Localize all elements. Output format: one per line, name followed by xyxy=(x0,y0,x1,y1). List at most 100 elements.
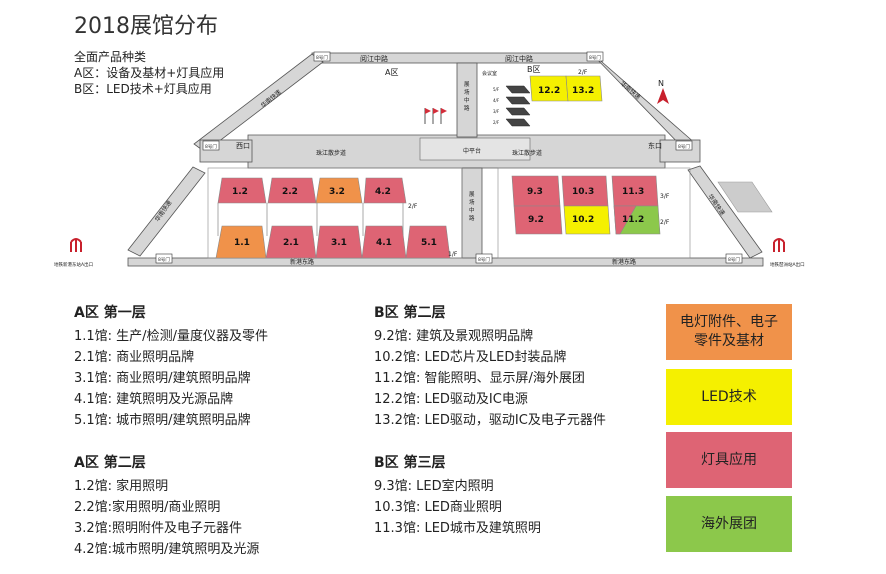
metro-left-icon xyxy=(70,238,82,252)
b-floor-3-label: 3/F xyxy=(660,193,670,200)
list-item: 13.2馆: LED驱动，驱动IC及电子元器件 xyxy=(374,413,606,428)
list-a-floor1-heading: A区 第一层 xyxy=(74,305,146,321)
zone-b-lower xyxy=(497,167,691,259)
halls-a-floor2 xyxy=(217,177,407,204)
north-label: N xyxy=(658,79,664,88)
road-right-lower xyxy=(687,165,763,259)
list-item: 9.2馆: 建筑及景观照明品牌 xyxy=(374,329,534,344)
gate-label: 8号门 xyxy=(678,143,690,150)
gate-label: 8号门 xyxy=(728,256,740,263)
road-top xyxy=(311,52,603,64)
hall-num-1-2: 1.2 xyxy=(232,187,248,197)
hall-4-2 xyxy=(363,177,407,204)
list-item: 3.1馆: 商业照明/建筑照明品牌 xyxy=(74,371,251,386)
list-b-floor2-heading: B区 第二层 xyxy=(374,305,446,321)
mini-floor-label: 3/F xyxy=(493,109,500,114)
hall-num-1-1: 1.1 xyxy=(234,238,250,248)
hall-num-10-3: 10.3 xyxy=(572,187,594,197)
list-b-floor3-heading: B区 第三层 xyxy=(374,455,446,471)
legend-overseas-label: 海外展团 xyxy=(701,515,757,532)
b-top-floor-label: 2/F xyxy=(578,69,588,76)
hall-numbers: 1.2 2.2 3.2 4.2 1.1 2.1 3.1 4.1 5.1 9.3 … xyxy=(232,86,644,248)
hall-num-3-1: 3.1 xyxy=(331,238,347,248)
gate-markers xyxy=(155,51,743,264)
hall-13-2 xyxy=(565,75,603,102)
venue-map: 8号门 8号门 8号门 8号门 8号门 8号门 8号门 xyxy=(54,51,805,268)
hall-1-2 xyxy=(217,177,267,204)
north-arrow-icon xyxy=(657,88,669,104)
list-item: 12.2馆: LED驱动及IC电源 xyxy=(374,392,528,407)
floor-stack xyxy=(505,85,531,127)
hall-num-11-2: 11.2 xyxy=(622,215,644,225)
hall-num-9-2: 9.2 xyxy=(528,215,544,225)
area-a-label: A区 xyxy=(385,68,398,77)
list-item: 3.2馆:照明附件及电子元器件 xyxy=(74,521,243,536)
floor-1-label: 1/F xyxy=(448,251,458,258)
area-b-label: B区 xyxy=(527,65,541,74)
road-top-right-label: 阅江中路 xyxy=(505,54,533,63)
list-b-floor3: B区 第三层 9.3馆: LED室内照明 10.3馆: LED商业照明 11.3… xyxy=(374,453,541,539)
mini-floor-label: 4/F xyxy=(493,98,500,103)
floor-stack-3 xyxy=(505,107,531,116)
halls-a-floor1 xyxy=(215,225,451,259)
floor-2-label: 2/F xyxy=(408,203,418,210)
middle-road-upper xyxy=(456,62,478,138)
list-item: 4.2馆:城市照明/建筑照明及光源 xyxy=(74,542,260,557)
page-title: 2018展馆分布 xyxy=(74,14,218,39)
metro-right-label: 地铁琶洲站A出口 xyxy=(770,261,805,268)
list-a-floor1: A区 第一层 1.1馆: 生产/检测/量度仪器及零件 2.1馆: 商业照明品牌 … xyxy=(74,303,268,431)
road-top-left-label: 阅江中路 xyxy=(360,54,388,63)
gate-marker xyxy=(475,253,493,264)
list-item: 11.2馆: 智能照明、显示屏/海外展团 xyxy=(374,371,585,386)
gate-label: 8号门 xyxy=(205,143,217,150)
hall-num-12-2: 12.2 xyxy=(538,86,560,96)
list-item: 1.2馆: 家用照明 xyxy=(74,479,169,494)
gate-marker xyxy=(313,51,331,62)
meeting-label: 会议室 xyxy=(482,70,497,77)
legend-led-tech: LED技术 xyxy=(666,369,792,425)
metro-left-label: 地铁新港东站A出口 xyxy=(54,261,93,268)
list-item: 4.1馆: 建筑照明及光源品牌 xyxy=(74,392,234,407)
corridor-label: 珠江散步道 xyxy=(316,149,346,157)
list-a-floor2-heading: A区 第二层 xyxy=(74,455,146,471)
corridor-b-label: 珠江散步道 xyxy=(512,149,542,157)
road-bottom xyxy=(127,257,764,267)
gate-marker xyxy=(586,51,604,62)
gate-label: 8号门 xyxy=(316,54,328,61)
road-left-lower xyxy=(127,166,206,257)
hall-num-4-1: 4.1 xyxy=(376,238,392,248)
gate-marker xyxy=(725,253,743,264)
list-item: 2.1馆: 商业照明品牌 xyxy=(74,350,195,365)
list-item: 5.1馆: 城市照明/建筑照明品牌 xyxy=(74,413,251,428)
central-platform xyxy=(419,137,531,161)
legend-overseas: 海外展团 xyxy=(666,496,792,552)
list-item: 2.2馆:家用照明/商业照明 xyxy=(74,500,221,515)
hall-guides xyxy=(217,203,524,236)
hall-num-5-1: 5.1 xyxy=(421,238,437,248)
hall-num-2-1: 2.1 xyxy=(283,238,299,248)
categories-b: B区：LED技术+灯具应用 xyxy=(74,82,212,96)
list-b-floor2: B区 第二层 9.2馆: 建筑及景观照明品牌 10.2馆: LED芯片及LED封… xyxy=(374,303,606,431)
side-building xyxy=(717,181,773,213)
gate-label: 8号门 xyxy=(478,256,490,263)
list-item: 10.2馆: LED芯片及LED封装品牌 xyxy=(374,350,567,365)
hall-num-4-2: 4.2 xyxy=(375,187,391,197)
hall-num-11-3: 11.3 xyxy=(622,187,644,197)
gate-marker xyxy=(155,253,173,264)
floor-stack-2 xyxy=(505,118,531,127)
b-floor-2-label: 2/F xyxy=(660,219,670,226)
middle-road-lower xyxy=(461,167,483,261)
halls-b xyxy=(511,75,661,235)
mini-floor-label: 2/F xyxy=(493,120,500,125)
hall-10-2 xyxy=(563,205,611,235)
legend-led-tech-label: LED技术 xyxy=(701,388,757,405)
hall-num-9-3: 9.3 xyxy=(527,187,543,197)
legend-lighting-label: 灯具应用 xyxy=(701,451,757,468)
road-right-upper-label: 华南快速 xyxy=(619,79,643,101)
list-a-floor2: A区 第二层 1.2馆: 家用照明 2.2馆:家用照明/商业照明 3.2馆:照明… xyxy=(74,453,259,560)
hall-3-2 xyxy=(315,177,363,204)
categories-heading: 全面产品种类 xyxy=(74,50,147,64)
list-item: 1.1馆: 生产/检测/量度仪器及零件 xyxy=(74,329,268,344)
hall-9-2 xyxy=(513,205,563,235)
legend-accessories-label: 电灯附件、电子零件及基材 xyxy=(680,314,778,349)
